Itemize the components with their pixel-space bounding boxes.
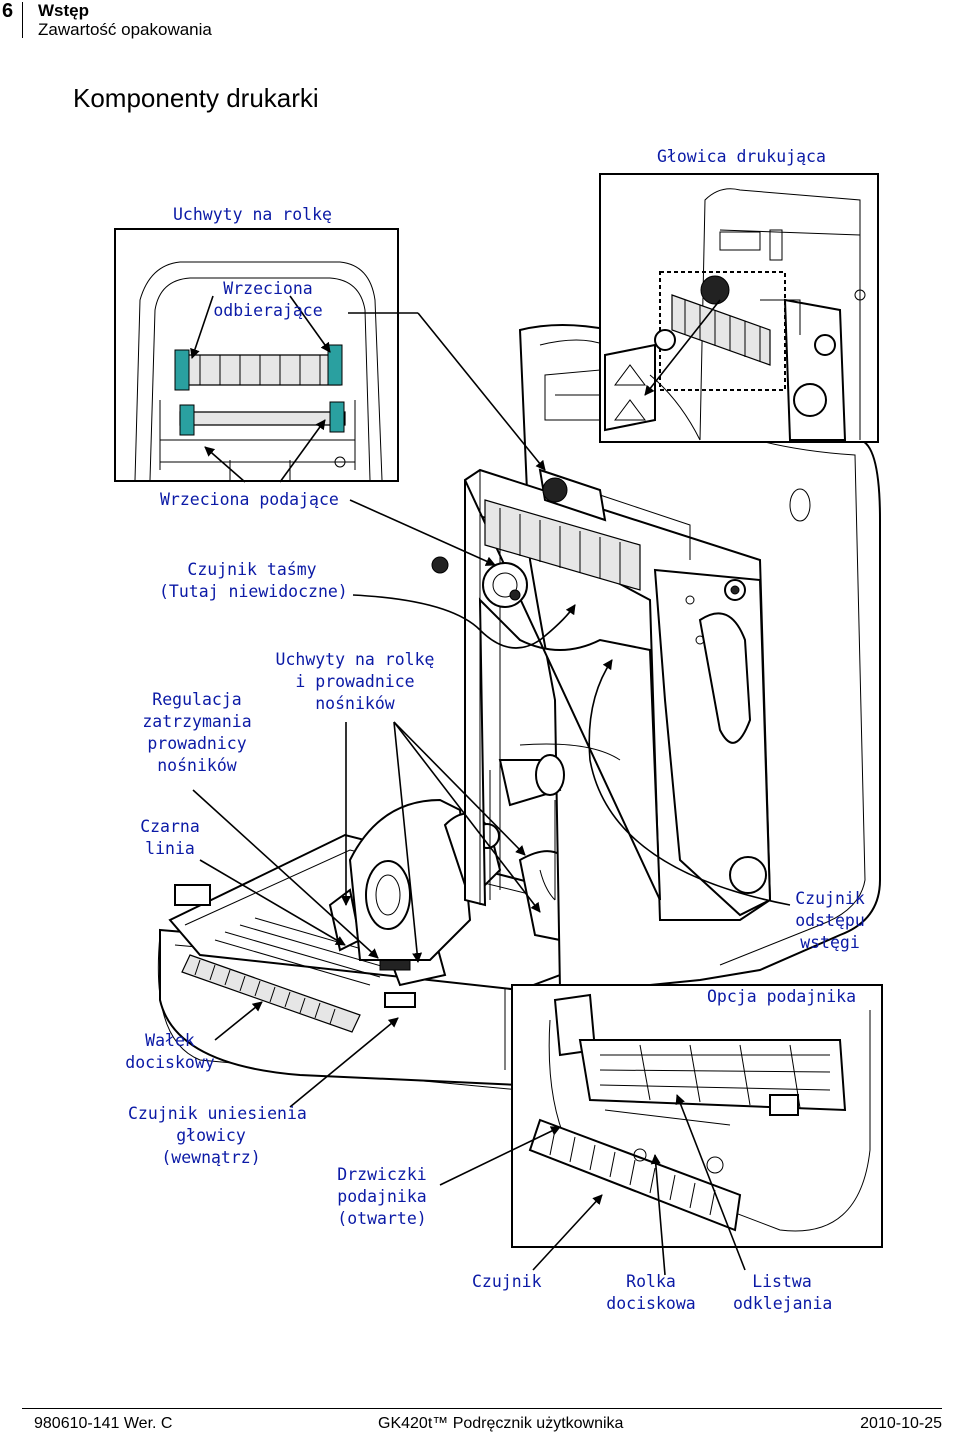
label-gap-line3: wstęgi [800, 933, 860, 952]
label-head-up-sensor: Czujnik uniesienia głowicy (wewnątrz) [128, 1103, 307, 1169]
page-number: 6 [2, 0, 14, 22]
footer-date: 2010-10-25 [860, 1415, 942, 1432]
leader-lines [190, 295, 791, 1276]
label-door-line3: (otwarte) [337, 1209, 427, 1228]
label-supply-spindles: Wrzeciona podające [160, 490, 339, 509]
label-headup-line2: głowicy [176, 1126, 246, 1145]
label-guide-stop-adjust: Regulacja zatrzymania prowadnicy nośnikó… [137, 689, 257, 777]
footer-divider [22, 1408, 942, 1409]
label-ribbon-sensor-line1: Czujnik taśmy [187, 560, 317, 579]
page-title: Komponenty drukarki [73, 83, 319, 113]
label-takeup-line2: odbierające [213, 301, 323, 320]
inset-printhead-drawing [599, 173, 879, 443]
label-peel-line2: odklejania [733, 1294, 833, 1313]
label-rh-line1: Uchwyty na rolkę [275, 650, 435, 669]
label-pinch-roller: Rolka dociskowa [602, 1271, 700, 1315]
label-guide-line4: nośników [157, 756, 237, 775]
label-platen-line2: dociskowy [125, 1053, 215, 1072]
label-gap-sensor: Czujnik odstępu wstęgi [790, 888, 870, 954]
label-black-line1: Czarna [140, 817, 200, 836]
label-pinch-line1: Rolka [626, 1272, 676, 1291]
label-guide-line3: prowadnicy [147, 734, 247, 753]
label-guide-line1: Regulacja [152, 690, 242, 709]
label-rh-line2: i prowadnice [295, 672, 415, 691]
label-peel-bar: Listwa odklejania [733, 1271, 833, 1315]
label-gap-line1: Czujnik [795, 889, 865, 908]
label-printhead: Głowica drukująca [657, 147, 826, 166]
label-dispenser-option: Opcja podajnika [707, 987, 857, 1006]
label-guide-line2: zatrzymania [142, 712, 252, 731]
label-black-line2: linia [145, 839, 195, 858]
printer-body-drawing [157, 324, 881, 1091]
label-dispenser-door: Drzwiczki podajnika (otwarte) [333, 1164, 431, 1230]
subsection-title: Zawartość opakowania [38, 20, 212, 39]
label-black-line: Czarna linia [138, 816, 202, 860]
printer-illustration [114, 173, 883, 1276]
label-headup-line1: Czujnik uniesienia [128, 1104, 307, 1123]
label-sensor: Czujnik [472, 1272, 542, 1291]
label-door-line1: Drzwiczki [337, 1165, 427, 1184]
header-divider [22, 2, 23, 38]
label-roll-holders-guides: Uchwyty na rolkę i prowadnice nośników [270, 649, 440, 715]
label-peel-line1: Listwa [752, 1272, 812, 1291]
label-ribbon-sensor: Czujnik taśmy (Tutaj niewidoczne) [159, 559, 348, 603]
section-title: Wstęp [38, 1, 89, 20]
label-takeup-line1: Wrzeciona [223, 279, 313, 298]
label-pinch-line2: dociskowa [606, 1294, 696, 1313]
inset-spindles-drawing [114, 228, 399, 482]
label-rh-line3: nośników [315, 694, 395, 713]
footer-doc-number: 980610-141 Wer. C [34, 1415, 173, 1432]
label-roll-holders: Uchwyty na rolkę [173, 205, 332, 224]
label-ribbon-sensor-line2: (Tutaj niewidoczne) [159, 582, 348, 601]
label-platen-line1: Wałek [145, 1031, 195, 1050]
label-platen-roller: Wałek dociskowy [122, 1030, 218, 1074]
footer-manual-title: GK420t™ Podręcznik użytkownika [378, 1415, 624, 1432]
label-gap-line2: odstępu [795, 911, 865, 930]
page-number-box: 6 [0, 0, 20, 36]
label-headup-line3: (wewnątrz) [161, 1148, 261, 1167]
label-door-line2: podajnika [337, 1187, 427, 1206]
label-takeup-spindles: Wrzeciona odbierające [212, 278, 324, 322]
inset-dispenser-drawing [511, 984, 883, 1248]
